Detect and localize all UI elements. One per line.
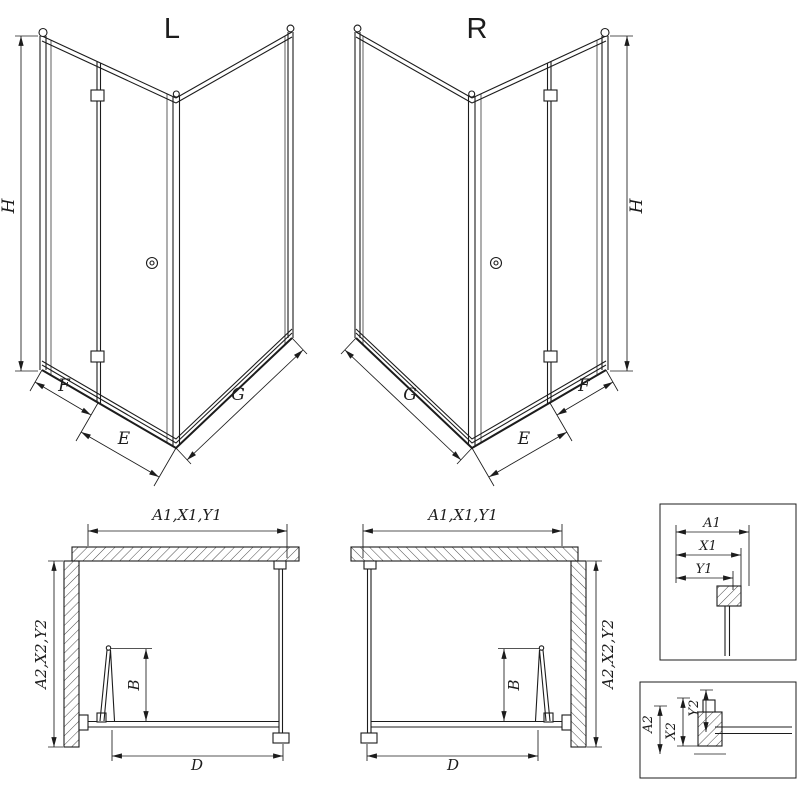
dim-label-a1-right: A1,X1,Y1	[426, 506, 498, 524]
perspective-view-left: L H F E G	[0, 13, 307, 486]
dim-label-a1-left: A1,X1,Y1	[150, 506, 222, 524]
perspective-linework-right	[341, 25, 633, 486]
dim-label-g-right: G	[403, 385, 417, 405]
dim-label-a2-right: A2,X2,Y2	[599, 619, 617, 691]
dim-label-e-right: E	[517, 429, 531, 449]
profile-tab	[702, 699, 716, 713]
perspective-view-right: R H F E G	[341, 13, 647, 486]
plan-linework-right	[351, 524, 602, 761]
detail-view-top: A1 X1 Y1	[659, 503, 797, 661]
plan-view-right: A1,X1,Y1 A2,X2,Y2 B D	[351, 506, 617, 774]
dim-label-e-left: E	[117, 429, 131, 449]
dim-label-h-left: H	[0, 197, 19, 214]
dim-label-h-right: H	[627, 197, 647, 214]
dim-label-b-right: B	[505, 679, 523, 691]
dim-label-f-left: F	[57, 376, 71, 396]
dim-label-x1-detail: X1	[698, 539, 717, 554]
dim-label-f-right: F	[577, 376, 591, 396]
view-label-right: R	[467, 13, 488, 45]
dim-label-x2-detail: X2	[664, 722, 679, 741]
extension-lines	[675, 525, 750, 590]
dim-label-a2-left: A2,X2,Y2	[32, 619, 50, 691]
dim-label-g-left: G	[231, 385, 245, 405]
dim-label-a1-detail: A1	[702, 516, 721, 531]
plan-linework-left	[48, 524, 299, 761]
dim-label-b-left: B	[125, 679, 143, 691]
detail-frame	[639, 681, 797, 779]
floor-profile-section	[697, 711, 723, 747]
view-label-left: L	[164, 13, 180, 45]
dim-label-y1-detail: Y1	[696, 562, 713, 577]
detail-view-bottom: A2 X2 Y2	[639, 681, 797, 779]
dim-label-y2-detail: Y2	[687, 700, 702, 717]
wall-profile-section	[716, 585, 742, 607]
glass-section	[715, 726, 792, 735]
dim-label-a2-detail: A2	[641, 715, 656, 734]
dim-label-d-right: D	[446, 756, 459, 774]
detail-frame	[659, 503, 797, 661]
perspective-linework-left	[15, 25, 307, 486]
dim-label-d-left: D	[190, 756, 203, 774]
glass-section	[724, 606, 731, 656]
plan-view-left: A1,X1,Y1 A2,X2,Y2 B D	[32, 506, 299, 774]
